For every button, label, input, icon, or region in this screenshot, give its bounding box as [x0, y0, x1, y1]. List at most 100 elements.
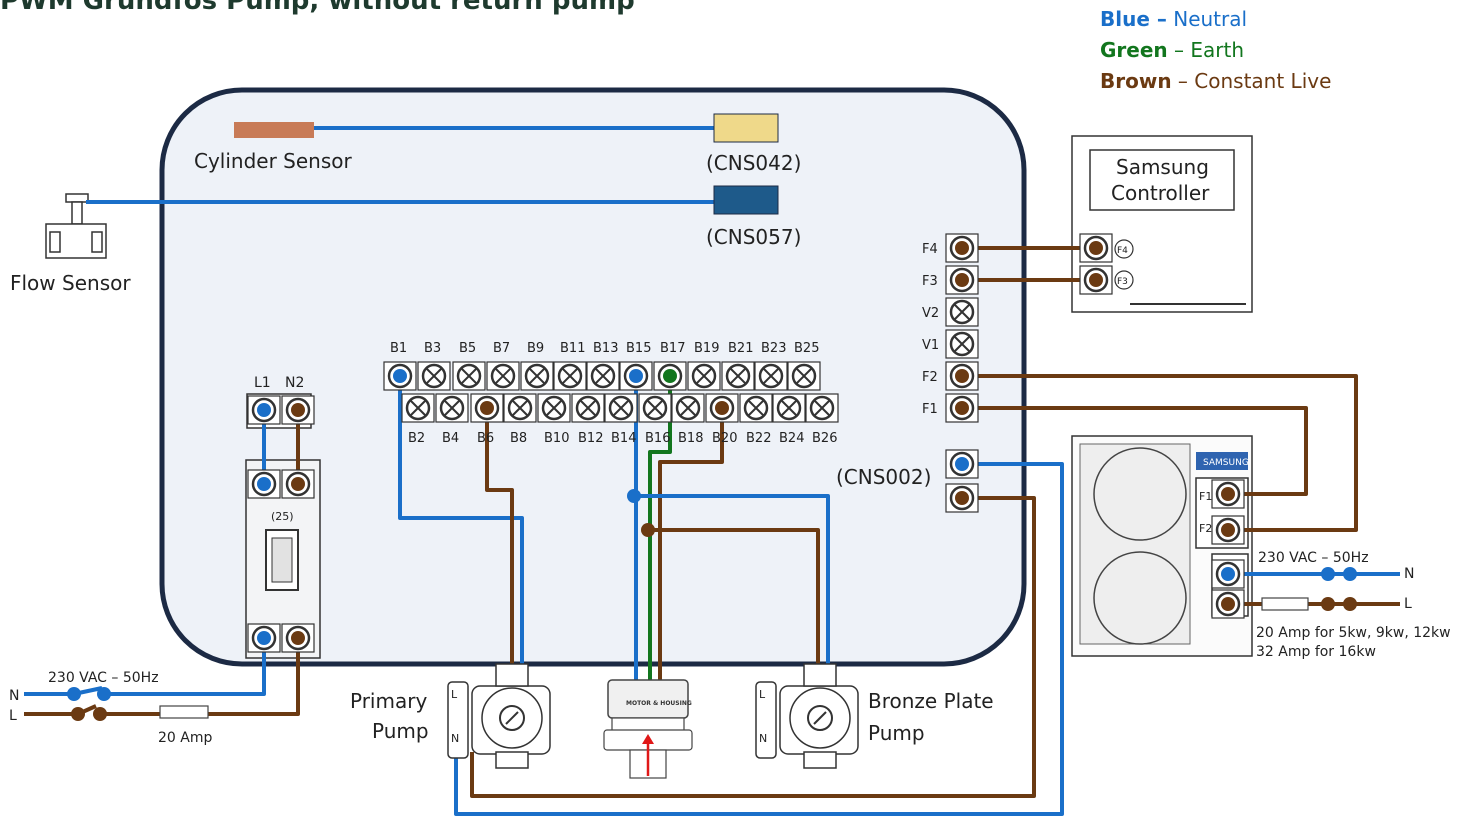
terminal-B18	[671, 393, 705, 423]
primary-pump-l: L	[451, 688, 458, 701]
terminal-cns002-n-dot	[955, 457, 969, 471]
terminal-label-B21: B21	[728, 341, 753, 356]
primary-pump-n: N	[451, 732, 459, 745]
terminal-B9	[520, 361, 554, 391]
terminal-B15	[619, 361, 653, 391]
terminal-B4	[435, 393, 469, 423]
bronze-pump-l: L	[759, 688, 766, 701]
terminal-B17-dot	[663, 369, 677, 383]
terminal-label-B24: B24	[779, 431, 804, 446]
terminal-label-B18: B18	[678, 431, 703, 446]
fuse-right	[1261, 597, 1309, 611]
terminal-B5-x2	[461, 368, 477, 384]
breaker-top-l	[281, 469, 315, 499]
terminal-label-B12: B12	[578, 431, 603, 446]
terminal-B14-x2	[613, 400, 629, 416]
breaker-top-l-dot	[291, 477, 305, 491]
terminal-label-B11: B11	[560, 341, 585, 356]
terminal-B20	[705, 393, 739, 423]
breaker-bottom-n	[247, 623, 281, 653]
terminal-label-B15: B15	[626, 341, 651, 356]
l1-label: L1	[254, 375, 271, 391]
bronze-pump-n: N	[759, 732, 767, 745]
terminal-right-F4	[945, 233, 979, 263]
wire-legend: Blue – Neutral Green – Earth Brown – Con…	[1100, 4, 1331, 97]
outdoor-terminal-n-dot	[1221, 567, 1235, 581]
switch-l-right-a	[1321, 597, 1335, 611]
terminal-label-B13: B13	[593, 341, 618, 356]
primary-pump-label-1: Primary	[350, 689, 427, 713]
terminal-label-B22: B22	[746, 431, 771, 446]
terminal-label-B14: B14	[611, 431, 636, 446]
supply-right-label: 230 VAC – 50Hz	[1258, 550, 1369, 566]
terminal-B26-x2	[814, 400, 830, 416]
cylinder-sensor-probe	[234, 122, 314, 138]
l-label-right: L	[1404, 596, 1412, 612]
terminal-cns002-n	[945, 449, 979, 479]
switch-n-left-a	[67, 687, 81, 701]
terminal-label-B16: B16	[645, 431, 670, 446]
terminal-B21-x2	[730, 368, 746, 384]
terminal-label-B9: B9	[527, 341, 544, 356]
terminal-label-right-F2: F2	[922, 370, 938, 385]
wires	[24, 246, 1400, 816]
wire-supply-neutral-left	[108, 638, 266, 696]
wire-cns002-neutral	[454, 462, 1064, 816]
terminal-right-V1-x2	[954, 336, 970, 352]
cns057-label: (CNS057)	[706, 225, 801, 249]
terminal-l1-dot	[257, 403, 271, 417]
breaker-top-n	[247, 469, 281, 499]
flow-sensor-icon	[45, 193, 107, 259]
terminal-B14	[604, 393, 638, 423]
diagram-title: PWM Grundfos Pump, without return pump	[0, 0, 635, 16]
terminal-label-B1: B1	[390, 341, 407, 356]
terminal-B22-x2	[748, 400, 764, 416]
terminal-B13-x2	[595, 368, 611, 384]
cns042-connector	[713, 113, 779, 143]
controller-terminal-f3	[1079, 265, 1113, 295]
terminal-B10-x2	[546, 400, 562, 416]
breaker-bottom-l	[281, 623, 315, 653]
terminal-B10	[537, 393, 571, 423]
flow-arrow-head	[642, 734, 654, 744]
wire-b20-valve	[658, 408, 724, 680]
terminal-label-B26: B26	[812, 431, 837, 446]
controller-label-2: Controller	[1111, 181, 1210, 205]
terminal-B16-x2	[647, 400, 663, 416]
terminal-B25-x2	[796, 368, 812, 384]
switch-n-left-b	[97, 687, 111, 701]
terminal-label-right-V2: V2	[922, 306, 939, 321]
terminal-label-B10: B10	[544, 431, 569, 446]
controller-tag-F3: F3	[1117, 277, 1128, 287]
terminal-B1-dot	[393, 369, 407, 383]
terminal-right-F1	[945, 393, 979, 423]
fuse-left-label: 20 Amp	[158, 730, 212, 746]
fuse-right-label-2: 32 Amp for 16kw	[1256, 644, 1376, 660]
terminal-B3	[417, 361, 451, 391]
terminal-cns002-l	[945, 483, 979, 513]
terminal-B25	[787, 361, 821, 391]
terminal-B5	[452, 361, 486, 391]
terminal-label-right-V1: V1	[922, 338, 939, 353]
terminal-B18-x2	[680, 400, 696, 416]
outdoor-brand: SAMSUNG	[1203, 458, 1249, 468]
controller-tag-F4: F4	[1117, 246, 1128, 256]
terminal-label-B3: B3	[424, 341, 441, 356]
breaker-rating: (25)	[271, 510, 294, 523]
primary-pump-label-2: Pump	[372, 719, 429, 743]
valve-text: MOTOR & HOUSING	[626, 700, 692, 707]
terminal-B20-dot	[715, 401, 729, 415]
terminal-B4-x2	[444, 400, 460, 416]
terminal-B2-x2	[410, 400, 426, 416]
outdoor-tag-F1: F1	[1199, 490, 1212, 503]
terminal-right-V2	[945, 297, 979, 327]
terminal-B13	[586, 361, 620, 391]
fuse-left	[159, 705, 209, 719]
terminal-label-B6: B6	[477, 431, 494, 446]
wire-f2-outdoor	[962, 374, 1358, 532]
terminal-label-B20: B20	[712, 431, 737, 446]
terminal-B6	[470, 393, 504, 423]
terminal-label-B2: B2	[408, 431, 425, 446]
terminal-B3-x2	[426, 368, 442, 384]
terminal-right-F3	[945, 265, 979, 295]
